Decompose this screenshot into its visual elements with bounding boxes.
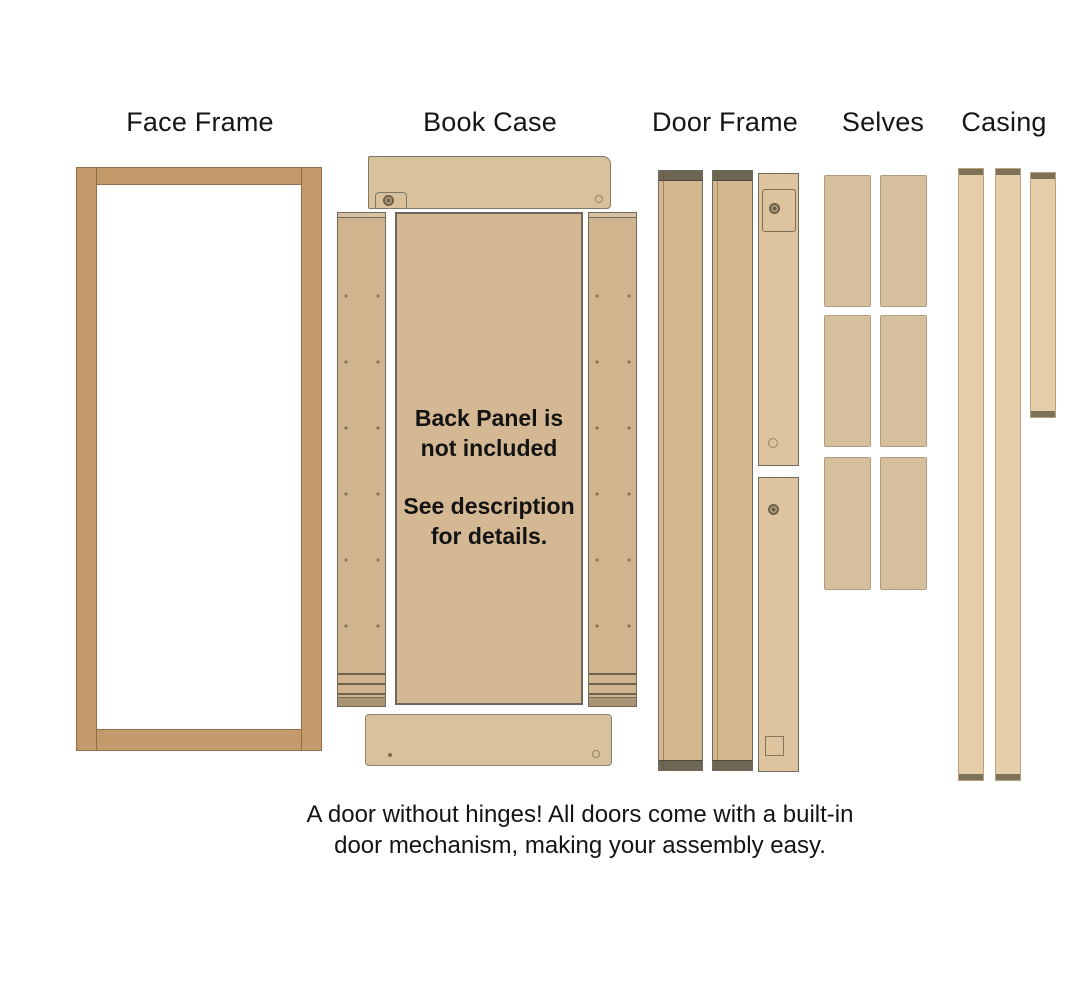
end-cap [996,169,1020,175]
pin-hole-icon [388,753,392,757]
bookcase-left-side-panel [337,212,386,707]
pin-hole-icon [592,750,600,758]
label-door-frame: Door Frame [651,107,799,137]
end-cap [713,171,752,181]
dado-groove-lines [589,673,636,696]
shelf-pin-holes [589,263,636,663]
panel-edge-band [589,213,636,218]
note-line: See description [403,493,575,519]
note-line: for details. [430,523,548,549]
face-frame-bottom-rail [96,729,302,751]
mortise-square-outline [765,736,784,756]
pin-hole-icon [595,195,603,203]
panel-edge-band [589,697,636,706]
end-cap [959,774,983,780]
label-book-case: Book Case [423,107,557,137]
dado-groove-lines [338,673,385,696]
edge-line [717,171,718,770]
face-frame-right-stile [301,167,322,751]
face-frame-part [76,167,322,751]
shelf-panel [824,457,871,590]
pin-hole-icon [768,438,778,448]
door-frame-lower-jamb [758,477,799,772]
panel-edge-band [338,697,385,706]
shelf-panel [880,457,927,590]
end-cap [1031,411,1055,417]
end-cap [996,774,1020,780]
caption-text: A door without hinges! All doors come wi… [150,799,1010,861]
cam-lock-hole-icon [769,203,780,214]
end-cap [1031,173,1055,179]
label-shelves: Selves [841,107,925,137]
door-frame-stile [658,170,703,771]
end-cap [713,760,752,770]
label-face-frame: Face Frame [126,107,274,137]
edge-line [663,171,664,770]
panel-edge-band [338,213,385,218]
caption-line: door mechanism, making your assembly eas… [334,832,826,859]
casing-strip [958,168,984,781]
back-panel-note: Back Panel is not included [397,403,581,463]
label-casing: Casing [961,107,1047,137]
end-cap [959,169,983,175]
shelf-panel [824,315,871,447]
bookcase-top-panel [368,156,611,209]
note-line: not included [420,435,558,461]
back-panel-note-details: See description for details. [397,491,581,551]
shelf-panel [824,175,871,307]
cam-lock-bracket [375,192,407,208]
end-cap [659,760,702,770]
note-line: Back Panel is [414,405,564,431]
door-frame-upper-jamb [758,173,799,466]
door-frame-stile [712,170,753,771]
cam-lock-hole-icon [768,504,779,515]
face-frame-top-rail [96,167,302,185]
shelf-pin-holes [338,263,385,663]
face-frame-left-stile [76,167,97,751]
casing-strip-short [1030,172,1056,418]
shelf-panel [880,315,927,447]
bookcase-right-side-panel [588,212,637,707]
cam-lock-hole-icon [383,195,394,206]
end-cap [659,171,702,181]
shelf-panel [880,175,927,307]
hinge-plate-outline [762,189,796,232]
caption-line: A door without hinges! All doors come wi… [306,801,854,828]
bookcase-bottom-panel [365,714,612,766]
bookcase-back-panel: Back Panel is not included See descripti… [395,212,583,705]
casing-strip [995,168,1021,781]
